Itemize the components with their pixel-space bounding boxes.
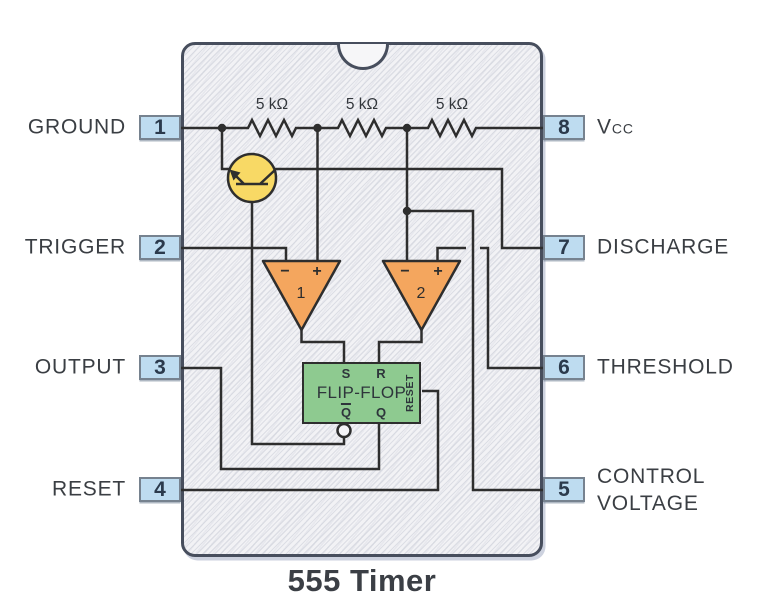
comparator-1-number: 1	[296, 285, 306, 302]
wire-transistor-base	[220, 128, 230, 171]
pin-box-1: 1	[139, 115, 181, 140]
comparator-2-plus: +	[433, 263, 443, 280]
pin-number-8: 8	[558, 115, 570, 139]
pin-number-4: 4	[154, 477, 166, 501]
flip-flop-label: FLIP-FLOP	[316, 383, 407, 402]
pin-label-output: OUTPUT	[34, 355, 126, 379]
qbar-bubble	[336, 422, 352, 439]
comparator-2-minus: −	[400, 263, 410, 280]
pin-box-6: 6	[543, 355, 585, 380]
junction-dots	[217, 123, 412, 216]
pin-box-7: 7	[543, 235, 585, 260]
chip-title: 555 Timer	[287, 563, 437, 598]
pin-number-3: 3	[154, 355, 166, 379]
pin-label-ground: GROUND	[27, 115, 126, 139]
transistor	[226, 152, 278, 204]
pin-number-2: 2	[154, 235, 166, 259]
control-voltage-line1: CONTROL	[597, 464, 706, 488]
wire-reset	[181, 389, 440, 492]
wire-comp2-out	[377, 330, 423, 362]
wire-comp1-out	[300, 330, 346, 362]
pin-box-4: 4	[139, 477, 181, 502]
wire-qbar-transistor	[250, 184, 346, 446]
resistor-divider-rail	[181, 117, 543, 139]
flip-flop-q-output: Q	[375, 405, 387, 420]
pin-box-3: 3	[139, 355, 181, 380]
pin-box-8: 8	[543, 115, 585, 140]
wire-threshold-b	[480, 246, 543, 370]
wire-discharge	[275, 167, 543, 250]
pin-label-trigger: TRIGGER	[24, 235, 126, 259]
comparator-1	[261, 259, 342, 332]
pin-label-control-voltage: CONTROL VOLTAGE	[597, 463, 705, 517]
flip-flop-block: S R FLIP-FLOP Q Q RESET	[302, 362, 421, 424]
resistor-label-1: 5 kΩ	[255, 96, 289, 113]
comparator-2	[381, 259, 462, 332]
pin-label-reset: RESET	[51, 477, 126, 501]
flip-flop-r-input: R	[376, 366, 386, 381]
wire-trigger	[181, 246, 288, 261]
pin-number-5: 5	[558, 477, 570, 501]
wire-threshold-a	[436, 246, 466, 261]
resistor-label-3: 5 kΩ	[435, 96, 469, 113]
resistor-label-2: 5 kΩ	[345, 96, 379, 113]
comparator-2-number: 2	[416, 285, 426, 302]
flip-flop-s-input: S	[341, 366, 351, 381]
pin-number-6: 6	[558, 355, 570, 379]
comparator-1-minus: −	[280, 263, 290, 280]
pin-label-vcc: VCC	[597, 116, 634, 140]
pin-box-2: 2	[139, 235, 181, 260]
pin-label-discharge: DISCHARGE	[597, 235, 730, 259]
flip-flop-reset-input: RESET	[404, 373, 416, 413]
vcc-sub: CC	[611, 120, 635, 137]
pin-number-7: 7	[558, 235, 570, 259]
pin-label-threshold: THRESHOLD	[597, 355, 734, 379]
transistor-arrow	[229, 169, 241, 181]
comparator-1-plus: +	[312, 263, 322, 280]
flip-flop-qbar-output: Q	[340, 403, 352, 420]
vcc-main: V	[597, 115, 612, 139]
wire-output	[181, 366, 381, 471]
pin-box-5: 5	[543, 477, 585, 502]
pin-number-1: 1	[154, 115, 166, 139]
control-voltage-line2: VOLTAGE	[597, 491, 699, 515]
wire-control-voltage	[407, 209, 543, 492]
